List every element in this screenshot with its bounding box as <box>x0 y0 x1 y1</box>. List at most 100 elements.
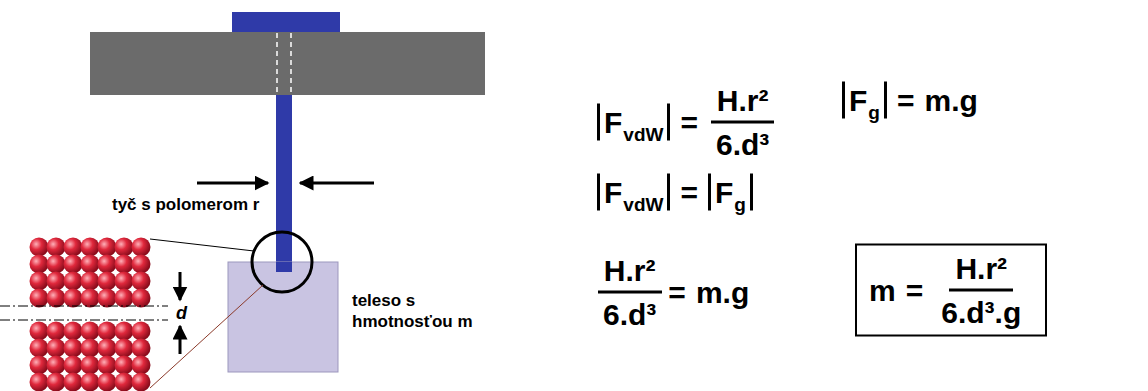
atom <box>64 272 83 291</box>
absolute-value: FvdW <box>597 174 670 211</box>
force-symbol: F <box>849 84 867 117</box>
atom <box>47 373 66 391</box>
atom <box>64 356 83 375</box>
atom <box>132 255 151 274</box>
atom <box>30 238 49 257</box>
force-subscript: g <box>868 103 880 124</box>
equation: FvdW = Fg <box>597 174 763 211</box>
equation-symbol: = <box>897 84 915 117</box>
absolute-value: Fg <box>842 82 887 119</box>
atom <box>81 322 100 341</box>
atom-lattice <box>30 238 151 391</box>
detail-circle <box>252 232 312 292</box>
atom <box>98 339 117 358</box>
atom <box>132 238 151 257</box>
denominator: 6.d³ <box>710 124 775 161</box>
gap-line <box>0 306 168 307</box>
atom <box>98 255 117 274</box>
atom <box>115 322 134 341</box>
hidden-line <box>276 33 278 95</box>
equation-symbol: = <box>668 276 686 309</box>
force-symbol: F <box>604 176 622 209</box>
atom <box>64 373 83 391</box>
equation-symbol: m.g <box>696 276 749 309</box>
fraction: H.r²6.d³ <box>597 254 662 331</box>
atom <box>81 289 100 308</box>
atom <box>98 322 117 341</box>
atom <box>81 373 100 391</box>
atom <box>98 289 117 308</box>
atom <box>115 289 134 308</box>
atom <box>30 289 49 308</box>
force-subscript: vdW <box>623 125 663 146</box>
atom <box>115 339 134 358</box>
numerator: H.r² <box>949 252 1013 292</box>
mass-symbol: m <box>869 274 896 307</box>
leader-line <box>150 285 263 388</box>
atom <box>47 272 66 291</box>
atom <box>132 356 151 375</box>
gap-label: d <box>174 302 189 325</box>
gap-arrow <box>179 326 182 354</box>
atom <box>81 356 100 375</box>
leader-line <box>150 239 254 251</box>
body-label: teleso s hmotnosťou m <box>352 290 492 333</box>
atom <box>81 255 100 274</box>
atom <box>64 255 83 274</box>
equation-symbol: = <box>906 274 924 307</box>
atom <box>47 289 66 308</box>
atom <box>47 238 66 257</box>
atom <box>132 339 151 358</box>
rod <box>276 95 292 265</box>
force-subscript: vdW <box>623 195 663 216</box>
gap-arrow <box>179 272 182 300</box>
fraction: H.r²6.d³.g <box>935 252 1027 329</box>
atom <box>132 272 151 291</box>
atom <box>30 255 49 274</box>
atom <box>115 238 134 257</box>
body-box <box>228 262 338 372</box>
ceiling-plate <box>90 32 485 95</box>
numerator: H.r² <box>598 254 662 294</box>
atom <box>81 339 100 358</box>
rod-cap <box>232 12 340 33</box>
hidden-line <box>290 33 292 95</box>
atom <box>81 272 100 291</box>
absolute-value: FvdW <box>597 104 670 141</box>
equation-symbol: m.g <box>924 84 977 117</box>
atom <box>98 238 117 257</box>
atom <box>47 339 66 358</box>
atom <box>47 356 66 375</box>
atom <box>81 238 100 257</box>
atom <box>132 322 151 341</box>
dimension-arrow <box>197 182 268 185</box>
atom <box>64 238 83 257</box>
equation: Fg = m.g <box>842 82 978 119</box>
denominator: 6.d³ <box>597 294 662 331</box>
rod-end <box>276 262 292 272</box>
rod-label: tyč s polomerom r <box>112 194 259 215</box>
atom <box>64 289 83 308</box>
numerator: H.r² <box>711 84 775 124</box>
result-box: m = H.r²6.d³.g <box>855 244 1047 337</box>
atom <box>64 322 83 341</box>
force-subscript: g <box>734 195 746 216</box>
force-symbol: F <box>604 106 622 139</box>
atom <box>98 356 117 375</box>
atom <box>115 373 134 391</box>
atom <box>30 373 49 391</box>
equation-symbol: = <box>680 106 698 139</box>
equation-symbol: = <box>680 176 698 209</box>
atom <box>30 339 49 358</box>
atom <box>64 339 83 358</box>
denominator: 6.d³.g <box>935 292 1027 329</box>
atom <box>115 356 134 375</box>
atom <box>132 289 151 308</box>
atom <box>47 255 66 274</box>
atom <box>98 272 117 291</box>
absolute-value: Fg <box>708 174 753 211</box>
atom <box>132 373 151 391</box>
atom <box>47 322 66 341</box>
fraction: H.r²6.d³ <box>710 84 775 161</box>
atom <box>98 373 117 391</box>
